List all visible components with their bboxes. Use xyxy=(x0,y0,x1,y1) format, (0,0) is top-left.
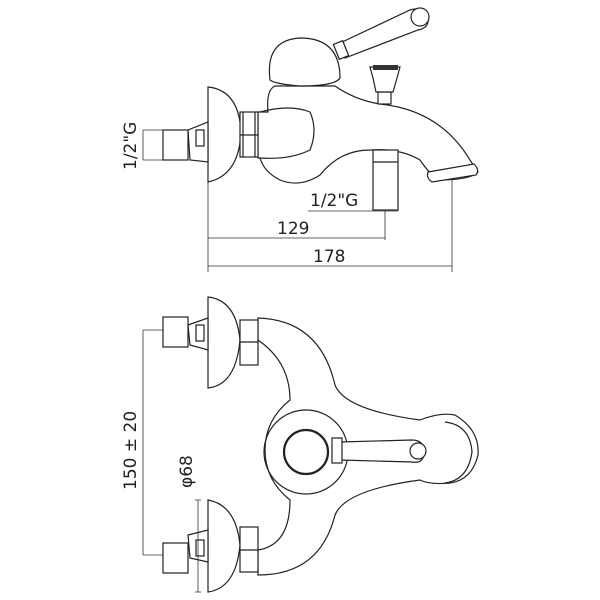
wall-flange xyxy=(207,86,242,183)
lever-ball xyxy=(410,7,430,27)
outlet-connector xyxy=(372,149,399,211)
diverter-knob xyxy=(369,66,401,93)
spout-end-top xyxy=(444,421,473,484)
dim-129-label: 129 xyxy=(277,219,309,239)
eccentric-inlet xyxy=(187,121,209,163)
dim-centers-label: 150 ± 20 xyxy=(121,411,141,490)
top-view: 150 ± 20 φ68 xyxy=(121,296,479,593)
diverter-stem xyxy=(377,91,392,105)
spout-tip xyxy=(426,163,479,183)
outlet-thread-label: 1/2"G xyxy=(310,191,358,211)
cartridge-cap xyxy=(282,428,330,476)
inlet-thread-label: 1/2"G xyxy=(121,122,141,170)
cartridge-dome xyxy=(268,37,341,87)
dim-178-label: 178 xyxy=(313,247,345,267)
inlet-thread xyxy=(162,129,189,161)
side-view: 1/2"G 1/2"G 129 178 xyxy=(121,7,479,272)
lever-collar xyxy=(332,39,350,61)
mixer-body-round xyxy=(259,107,315,159)
diverter-cap xyxy=(373,65,398,70)
upper-inlet xyxy=(162,296,259,389)
lower-inlet xyxy=(162,499,259,593)
dim-flange-label: φ68 xyxy=(177,455,197,488)
